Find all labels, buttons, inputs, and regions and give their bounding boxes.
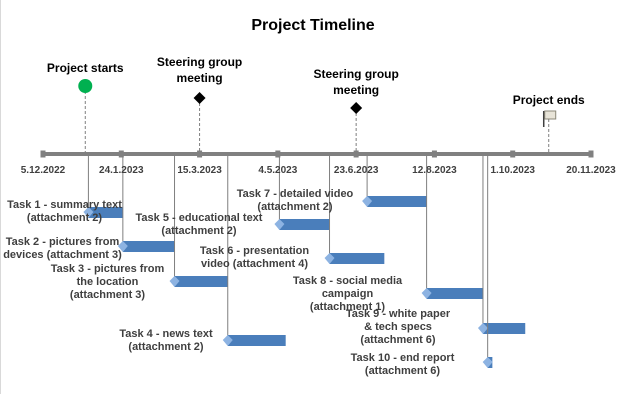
- task-bar: [482, 323, 526, 334]
- task-bar: [122, 241, 175, 252]
- task-label: Task 6 - presentation video (attachment …: [199, 245, 310, 270]
- axis-tick-mark: [118, 150, 124, 158]
- milestone-marker-diamond: [350, 102, 363, 114]
- task-start-diamond: [274, 219, 285, 230]
- task-bar: [279, 219, 330, 230]
- task-start-diamond: [482, 357, 493, 368]
- flag-icon: [544, 110, 557, 120]
- task-start-diamond: [83, 207, 94, 218]
- axis-tick-mark: [510, 150, 516, 158]
- task-label: Task 5 - educational text (attachment 2): [135, 212, 263, 237]
- task-bar: [329, 253, 385, 264]
- task-label: Task 10 - end report (attachment 6): [350, 352, 455, 377]
- axis-tick-label: 23.6.2023: [333, 165, 379, 176]
- axis-tick-label: 15.3.2023: [177, 165, 222, 176]
- milestone-marker-diamond: [193, 92, 206, 104]
- axis-tick-label: 1.10.2023: [490, 165, 535, 176]
- task-label: Task 1 - summary text (attachment 2): [7, 199, 122, 224]
- axis-tick-mark: [275, 150, 281, 158]
- task-bar: [426, 288, 483, 299]
- task-start-diamond: [362, 196, 373, 207]
- task-bar: [227, 335, 286, 346]
- milestone-label: Steering group meeting: [156, 55, 243, 85]
- axis-tick-label: 12.8.2023: [412, 165, 457, 176]
- task-start-diamond: [421, 288, 432, 299]
- task-label: Task 3 - pictures from the location (att…: [50, 263, 165, 301]
- axis-tick-label: 24.1.2023: [99, 165, 144, 176]
- task-bar: [367, 196, 427, 207]
- axis-tick-label: 20.11.2023: [566, 165, 616, 176]
- milestone-label: Project starts: [46, 61, 124, 75]
- task-label: Task 8 - social media campaign (attachme…: [292, 275, 403, 313]
- task-start-diamond: [169, 276, 180, 287]
- axis-tick-label: 5.12.2022: [20, 165, 66, 176]
- milestone-marker-circle: [78, 79, 93, 93]
- task-bar: [174, 276, 228, 287]
- chart-left-border: [0, 0, 1, 394]
- axis-tick-mark: [40, 150, 46, 158]
- axis-tick-mark: [588, 150, 594, 158]
- task-bar: [88, 207, 123, 218]
- task-label: Task 9 - white paper & tech specs (attac…: [345, 308, 451, 346]
- axis-tick-mark: [431, 150, 437, 158]
- task-start-diamond: [117, 241, 128, 252]
- task-label: Task 7 - detailed video (attachment 2): [236, 188, 354, 213]
- task-label: Task 2 - pictures from devices (attachme…: [3, 236, 122, 261]
- task-start-diamond: [477, 323, 488, 334]
- task-label: Task 4 - news text (attachment 2): [119, 328, 213, 353]
- milestone-label: Steering group meeting: [313, 67, 399, 97]
- milestone-label: Project ends: [512, 93, 585, 107]
- task-start-diamond: [222, 335, 233, 346]
- chart-title: Project Timeline: [251, 17, 375, 34]
- task-start-diamond: [324, 253, 335, 264]
- axis-tick-label: 4.5.2023: [258, 165, 298, 176]
